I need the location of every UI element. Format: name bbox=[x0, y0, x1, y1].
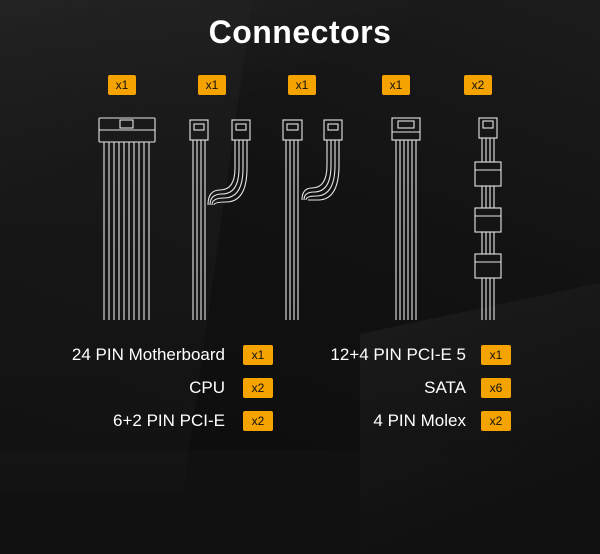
connector-qty-molex: x2 bbox=[481, 411, 511, 431]
connector-label-pcie: 6+2 PIN PCI-E bbox=[113, 411, 225, 430]
connector-qty-cpu: x2 bbox=[243, 378, 273, 398]
connector-label-molex: 4 PIN Molex bbox=[373, 411, 466, 430]
page-title: Connectors bbox=[208, 14, 392, 50]
connector-qty-pcie5: x1 bbox=[481, 345, 511, 365]
cable-count-badge-3: x1 bbox=[288, 75, 316, 95]
connector-qty-motherboard: x1 bbox=[243, 345, 273, 365]
motherboard-cable-icon bbox=[98, 117, 156, 320]
cpu-cable-icon bbox=[189, 119, 251, 320]
cable-count-badge-2: x1 bbox=[198, 75, 226, 95]
pcie5-cable-icon bbox=[391, 117, 421, 320]
cable-count-badge-1: x1 bbox=[108, 75, 136, 95]
connector-qty-sata: x6 bbox=[481, 378, 511, 398]
pcie-cable-icon bbox=[282, 119, 343, 320]
connector-label-pcie5: 12+4 PIN PCI-E 5 bbox=[330, 345, 466, 364]
sata-cable-icon bbox=[474, 117, 502, 320]
cable-count-badge-5: x2 bbox=[464, 75, 492, 95]
connector-label-cpu: CPU bbox=[189, 378, 225, 397]
connector-label-motherboard: 24 PIN Motherboard bbox=[71, 345, 225, 364]
cable-illustrations bbox=[98, 117, 502, 320]
connector-qty-pcie: x2 bbox=[243, 411, 273, 431]
cable-count-badge-4: x1 bbox=[382, 75, 410, 95]
connector-label-sata: SATA bbox=[424, 378, 466, 397]
